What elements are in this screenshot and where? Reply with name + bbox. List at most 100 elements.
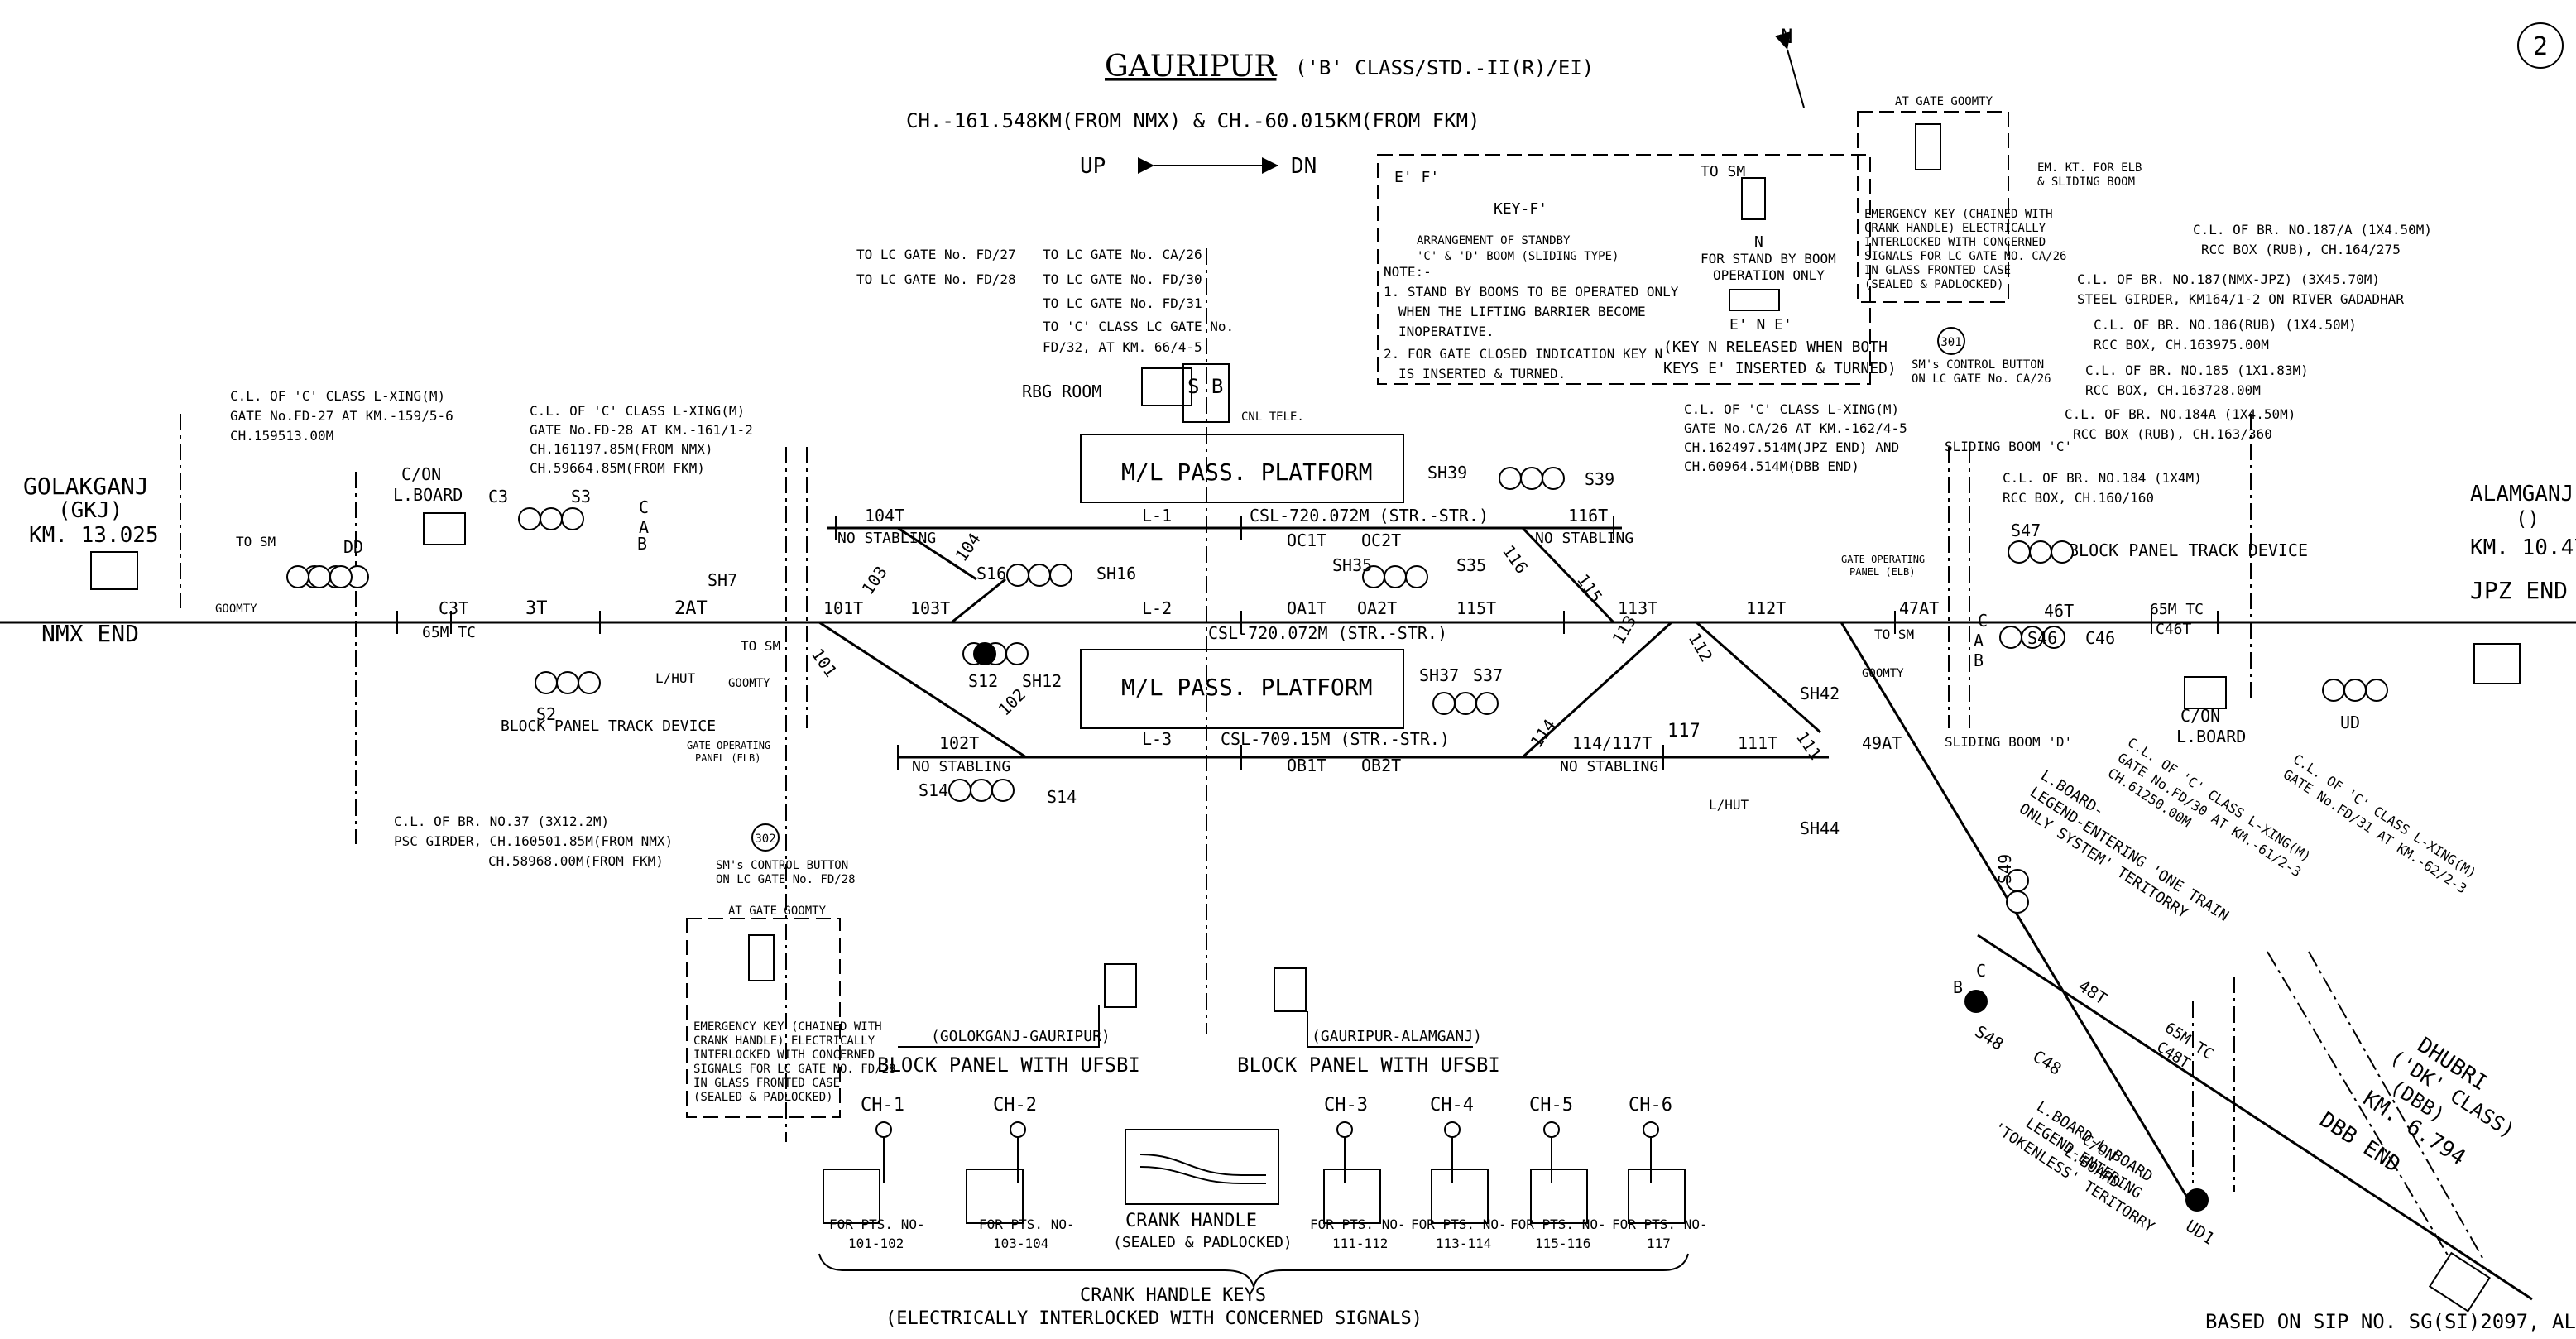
station-dhubri-symbol	[2428, 1251, 2491, 1313]
svg-text:SH44: SH44	[1800, 818, 1840, 838]
svg-text:SIGNALS FOR LC GATE NO. FD/28: SIGNALS FOR LC GATE NO. FD/28	[693, 1063, 895, 1076]
svg-text:E' F': E' F'	[1394, 169, 1439, 186]
svg-text:SLIDING BOOM 'C': SLIDING BOOM 'C'	[1945, 439, 2072, 454]
station-left-symbol	[90, 551, 138, 590]
svg-text:NOTE:-: NOTE:-	[1384, 264, 1432, 280]
svg-text:49AT: 49AT	[1862, 733, 1902, 753]
svg-text:SM's CONTROL BUTTON: SM's CONTROL BUTTON	[716, 859, 848, 872]
svg-text:SH37: SH37	[1419, 665, 1459, 685]
svg-text:65M TC: 65M TC	[422, 624, 476, 641]
svg-text:RCC BOX, CH.163728.00M: RCC BOX, CH.163728.00M	[2085, 382, 2261, 398]
platform-1	[1080, 434, 1404, 503]
crank-handles: CH-1 FOR PTS. NO- 101-102 CH-2 FOR PTS. …	[818, 1095, 1708, 1329]
svg-text:FOR PTS. NO-: FOR PTS. NO-	[1612, 1217, 1708, 1232]
svg-text:C/ON: C/ON	[401, 464, 441, 484]
crank-handle-6: CH-6 FOR PTS. NO- 117	[1612, 1095, 1708, 1251]
svg-text:116: 116	[1499, 541, 1532, 577]
svg-text:C3: C3	[488, 487, 508, 506]
svg-text:A: A	[1974, 631, 1984, 650]
svg-text:GATE No.FD/31 AT KM.-62/2-3: GATE No.FD/31 AT KM.-62/2-3	[2281, 766, 2469, 897]
svg-text:C: C	[1978, 611, 1988, 631]
signal-s48-red	[1964, 990, 1988, 1013]
svg-text:L/HUT: L/HUT	[1709, 797, 1749, 813]
svg-text:S B: S B	[1187, 375, 1223, 398]
svg-text:B: B	[1974, 650, 1984, 670]
svg-text:C46: C46	[2085, 628, 2115, 648]
svg-text:FD/32, AT KM. 66/4-5: FD/32, AT KM. 66/4-5	[1043, 339, 1202, 355]
svg-text:S35: S35	[1456, 555, 1486, 575]
svg-text:RCC BOX (RUB), CH.164/275: RCC BOX (RUB), CH.164/275	[2201, 242, 2401, 257]
station-right: ALAMGANJ () KM. 10.477 JPZ END	[2470, 482, 2576, 684]
svg-text:ALAMGANJ: ALAMGANJ	[2470, 482, 2574, 506]
svg-text:2. FOR GATE CLOSED INDICATION: 2. FOR GATE CLOSED INDICATION KEY N	[1384, 346, 1662, 362]
svg-text:IN GLASS FRONTED CASE: IN GLASS FRONTED CASE	[693, 1077, 840, 1090]
svg-text:PANEL (ELB): PANEL (ELB)	[695, 752, 760, 764]
footer-note: BASED ON SIP NO. SG(SI)2097, ALT-C	[2205, 1310, 2576, 1333]
svg-text:C.L. OF BR. NO.184A (1X4.50M): C.L. OF BR. NO.184A (1X4.50M)	[2065, 406, 2295, 422]
crank-handle-4: CH-4 FOR PTS. NO- 113-114	[1411, 1095, 1507, 1251]
svg-text:FOR PTS. NO-: FOR PTS. NO-	[979, 1217, 1075, 1232]
svg-text:C.L. OF BR. NO.185 (1X1.83M): C.L. OF BR. NO.185 (1X1.83M)	[2085, 362, 2309, 378]
svg-text:117: 117	[1667, 721, 1701, 741]
svg-text:S2: S2	[536, 704, 556, 724]
signal-s12-red	[973, 642, 996, 665]
svg-text:AT GATE GOOMTY: AT GATE GOOMTY	[1895, 95, 1993, 108]
svg-text:CRANK HANDLE) ELECTRICALLY: CRANK HANDLE) ELECTRICALLY	[1864, 222, 2046, 235]
station-right-symbol	[2473, 643, 2521, 684]
svg-text:NO STABLING: NO STABLING	[1560, 758, 1658, 775]
svg-text:C.L. OF BR. NO.187(NMX-JPZ) (3: C.L. OF BR. NO.187(NMX-JPZ) (3X45.70M)	[2077, 271, 2380, 287]
svg-text:47AT: 47AT	[1899, 598, 1939, 618]
crank-handle-box: CRANK HANDLE (SEALED & PADLOCKED)	[1113, 1129, 1293, 1251]
svg-text:116T: 116T	[1568, 506, 1608, 526]
svg-text:C: C	[639, 497, 649, 517]
svg-text:A: A	[639, 517, 649, 537]
svg-text:(GKJ): (GKJ)	[58, 498, 122, 523]
svg-text:ARRANGEMENT OF STANDBY: ARRANGEMENT OF STANDBY	[1417, 234, 1571, 247]
svg-text:TO SM: TO SM	[236, 534, 276, 550]
svg-text:CH-6: CH-6	[1629, 1095, 1672, 1116]
svg-text:3T: 3T	[525, 598, 548, 619]
svg-text:(ELECTRICALLY INTERLOCKED WITH: (ELECTRICALLY INTERLOCKED WITH CONCERNED…	[885, 1308, 1422, 1329]
svg-text:113T: 113T	[1618, 598, 1657, 618]
platform-2	[1080, 649, 1404, 729]
svg-text:GATE No.FD-27 AT KM.-159/5-6: GATE No.FD-27 AT KM.-159/5-6	[230, 408, 453, 424]
svg-text:L-2: L-2	[1142, 598, 1172, 618]
svg-text:115T: 115T	[1456, 598, 1496, 618]
svg-text:UD: UD	[2340, 713, 2360, 732]
svg-text:GATE No.FD-28 AT KM.-161/1-2: GATE No.FD-28 AT KM.-161/1-2	[530, 422, 753, 438]
svg-text:OA1T: OA1T	[1287, 598, 1326, 618]
svg-text:(SEALED & PADLOCKED): (SEALED & PADLOCKED)	[1113, 1234, 1293, 1251]
svg-text:KM. 10.477: KM. 10.477	[2470, 535, 2576, 560]
svg-text:L.BOARD: L.BOARD	[393, 485, 463, 505]
svg-text:C.L. OF BR. NO.186(RUB) (1X4.5: C.L. OF BR. NO.186(RUB) (1X4.50M)	[2094, 317, 2357, 333]
svg-text:C48: C48	[2029, 1046, 2065, 1079]
svg-text:AT GATE GOOMTY: AT GATE GOOMTY	[728, 905, 827, 918]
svg-text:NO STABLING: NO STABLING	[912, 758, 1010, 775]
station-class: ('B' CLASS/STD.-II(R)/EI)	[1295, 56, 1594, 79]
svg-text:OPERATION ONLY: OPERATION ONLY	[1713, 267, 1825, 283]
svg-text:103-104: 103-104	[993, 1236, 1048, 1251]
svg-text:C.L. OF BR. NO.37 (3X12.2M): C.L. OF BR. NO.37 (3X12.2M)	[394, 813, 609, 829]
svg-text:DD: DD	[343, 537, 363, 557]
svg-text:CSL-720.072M (STR.-STR.): CSL-720.072M (STR.-STR.)	[1250, 506, 1489, 526]
svg-text:L-1: L-1	[1142, 506, 1172, 526]
svg-text:117: 117	[1647, 1236, 1671, 1251]
svg-text:ON LC GATE No. FD/28: ON LC GATE No. FD/28	[716, 873, 856, 886]
block-panel-left: (GOLOKGANJ-GAURIPUR) BLOCK PANEL WITH UF…	[877, 963, 1140, 1077]
svg-text:L-3: L-3	[1142, 729, 1172, 749]
svg-text:CH-2: CH-2	[993, 1095, 1037, 1116]
svg-text:L.BOARD: L.BOARD	[2176, 727, 2246, 746]
dn-label: DN	[1291, 154, 1317, 179]
station-dhubri: DHUBRI ('DK' CLASS) (DBB) KM. 6.794 DBB …	[2315, 1033, 2519, 1178]
svg-text:CRANK HANDLE: CRANK HANDLE	[1125, 1211, 1257, 1231]
svg-text:103: 103	[857, 563, 890, 598]
sheet-number-circle	[2517, 22, 2564, 69]
svg-text:CRANK HANDLE) ELECTRICALLY: CRANK HANDLE) ELECTRICALLY	[693, 1034, 875, 1048]
svg-text:E' N E': E' N E'	[1729, 316, 1792, 334]
svg-text:115-116: 115-116	[1535, 1236, 1590, 1251]
svg-text:FOR PTS. NO-: FOR PTS. NO-	[1510, 1217, 1606, 1232]
svg-text:S48: S48	[1971, 1021, 2007, 1054]
svg-text:CH.59664.85M(FROM FKM): CH.59664.85M(FROM FKM)	[530, 460, 705, 476]
svg-text:S16: S16	[976, 564, 1006, 583]
